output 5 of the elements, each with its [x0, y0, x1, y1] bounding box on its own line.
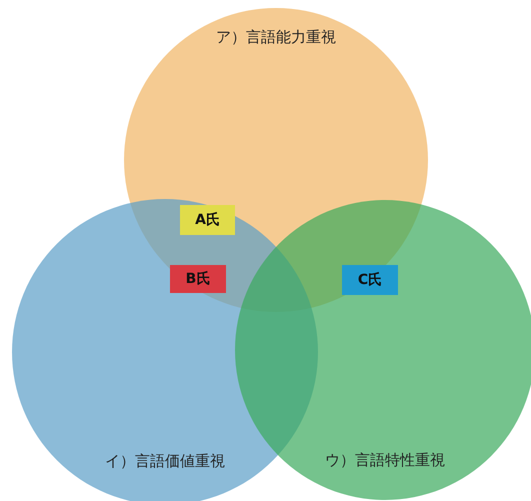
name-tag: A氏	[180, 205, 235, 235]
name-tag: B氏	[170, 265, 226, 293]
circle-label: ア）言語能力重視	[216, 28, 336, 48]
circle-label: イ）言語価値重視	[105, 452, 225, 472]
circle-label: ウ）言語特性重視	[325, 451, 445, 470]
